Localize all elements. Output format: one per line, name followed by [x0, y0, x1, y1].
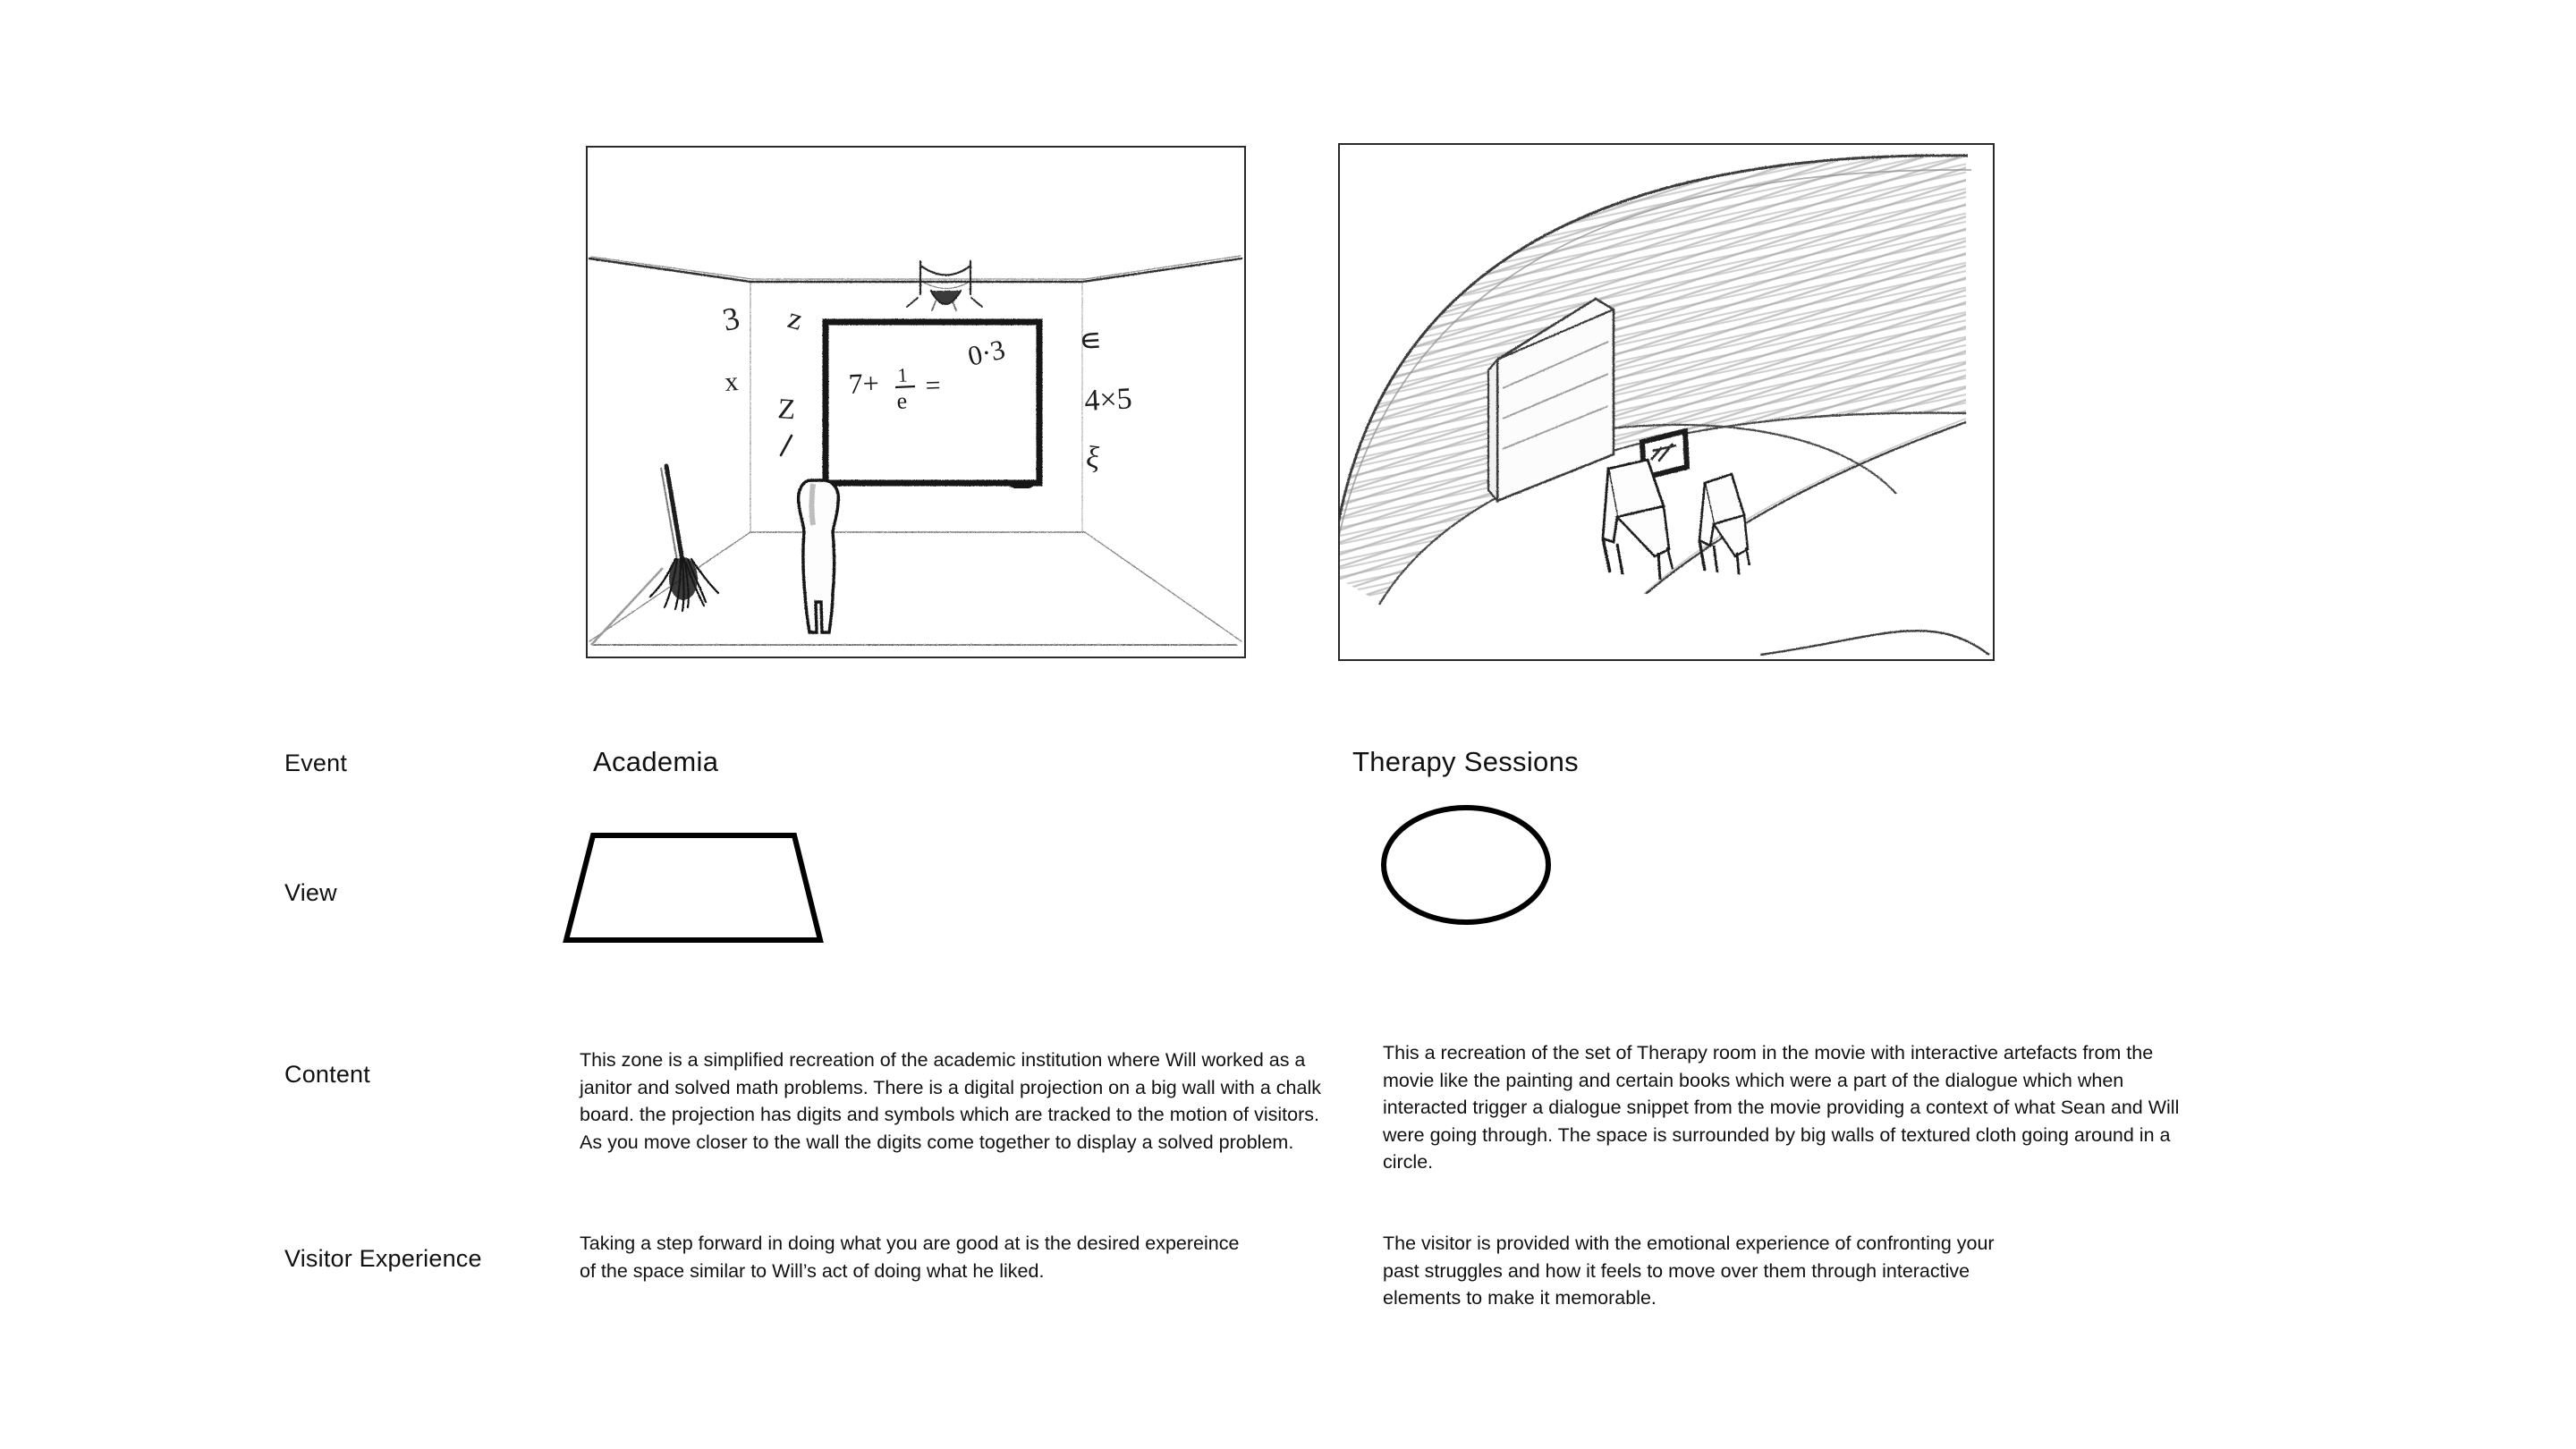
front-partition-wall: [1642, 418, 1967, 657]
trapezoid-icon: [563, 833, 824, 943]
svg-text:=: =: [925, 370, 941, 401]
sketch-classroom-chalkboard: 7+ 1 e = 0·3 3 z x Z ∊ 4×5 ξ: [586, 146, 1246, 658]
visitor-experience-paragraph-therapy: The visitor is provided with the emotion…: [1383, 1233, 1995, 1309]
svg-text:7+: 7+: [848, 367, 879, 400]
svg-text:Z: Z: [777, 392, 797, 425]
row-label-visitor-experience: Visitor Experience: [284, 1245, 482, 1272]
board-equation: 7+ 1 e = 0·3: [848, 333, 1008, 414]
corner-shadow-line: [590, 567, 664, 646]
chair-right: [1698, 472, 1751, 575]
svg-text:4×5: 4×5: [1083, 382, 1132, 418]
sketch-therapy-room: [1338, 143, 1995, 661]
event-title-therapy-sessions: Therapy Sessions: [1352, 746, 1579, 777]
event-title-academia: Academia: [593, 746, 719, 777]
visitor-experience-paragraph-academia: Taking a step forward in doing what you …: [580, 1233, 1240, 1282]
classroom-chalkboard-drawing: 7+ 1 e = 0·3 3 z x Z ∊ 4×5 ξ: [588, 255, 1243, 646]
row-label-event: Event: [284, 750, 348, 776]
circular-floor: [1589, 420, 1990, 657]
therapy-room-drawing: [1340, 154, 1990, 657]
view-shape-ellipse: [1377, 801, 1561, 933]
svg-text:∊: ∊: [1078, 321, 1104, 359]
chair-left: [1601, 458, 1674, 580]
floating-symbols-left: 3 z x Z: [719, 300, 807, 457]
chalkboard: [822, 318, 1043, 490]
content-paragraph-therapy: This a recreation of the set of Therapy …: [1383, 1042, 2180, 1174]
svg-text:1: 1: [897, 363, 908, 386]
svg-text:ξ: ξ: [1084, 440, 1102, 475]
svg-text:3: 3: [719, 300, 742, 338]
row-label-view: View: [284, 879, 337, 906]
broom: [648, 463, 720, 613]
projector-beam-marks: [906, 297, 983, 311]
floating-symbols-right: ∊ 4×5 ξ: [1078, 321, 1133, 475]
janitor-figure: [796, 479, 840, 634]
bookshelf: [1487, 297, 1615, 504]
ellipse-icon: [1381, 805, 1551, 925]
content-paragraph-academia: This zone is a simplified recreation of …: [580, 1049, 1321, 1153]
svg-text:e: e: [896, 387, 908, 414]
projector-icon: [919, 259, 972, 306]
svg-text:x: x: [724, 367, 739, 397]
row-label-content: Content: [284, 1061, 370, 1088]
svg-text:z: z: [784, 301, 807, 337]
view-shape-trapezoid: [559, 827, 827, 948]
